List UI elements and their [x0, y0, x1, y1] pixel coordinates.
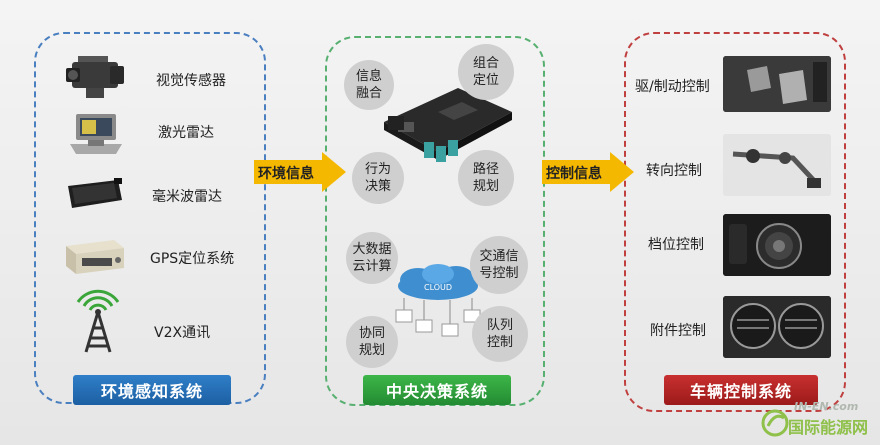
bubble-big-data-cloud: 大数据 云计算 — [346, 232, 398, 284]
bubble-platoon-control: 队列 控制 — [472, 306, 528, 362]
gps-unit-icon — [66, 240, 124, 274]
env-item-label: 视觉传感器 — [156, 73, 226, 89]
pedals-icon — [723, 56, 831, 112]
cloud-label: CLOUD — [424, 283, 452, 292]
vehicle-item-label: 驱/制动控制 — [635, 79, 710, 95]
watermark-top: IN-EN.com — [794, 400, 859, 413]
watermark-logo: IN-EN.com 国际能源网 — [760, 400, 870, 440]
env-item-label: V2X通讯 — [154, 325, 211, 341]
camera-sensor-icon — [66, 56, 124, 98]
env-item-label: 激光雷达 — [158, 125, 214, 141]
bubble-label: 组合 定位 — [472, 56, 499, 88]
bubble-label: 大数据 云计算 — [352, 242, 392, 274]
env-footer-label: 环境感知系统 — [73, 375, 231, 405]
mmwave-radar-icon — [68, 178, 122, 208]
env-info-label: 环境信息 — [258, 166, 314, 182]
cloud-network-icon: CLOUD — [395, 264, 481, 337]
bubble-label: 交通信 号控制 — [479, 249, 519, 281]
env-item-label: GPS定位系统 — [150, 251, 235, 267]
air-vent-icon — [723, 296, 831, 358]
watermark-leaf-icon — [761, 409, 789, 437]
bubble-path-planning: 路径 规划 — [458, 150, 514, 206]
v2x-tower-icon — [76, 289, 120, 353]
vehicle-item-label: 转向控制 — [646, 163, 702, 179]
bubble-combined-positioning: 组合 定位 — [458, 44, 514, 100]
watermark-main: 国际能源网 — [788, 418, 869, 437]
vehicle-footer-label: 车辆控制系统 — [664, 375, 818, 405]
bubble-coop-planning: 协同 规划 — [346, 316, 398, 368]
env-item-label: 毫米波雷达 — [152, 189, 222, 205]
central-decision-panel — [325, 36, 545, 406]
bubble-behavior-decision: 行为 决策 — [352, 152, 404, 204]
env-info-arrow: 环境信息 — [254, 152, 346, 192]
control-info-label: 控制信息 — [546, 166, 602, 182]
bubble-label: 信息 融合 — [355, 69, 382, 101]
decision-board-icon — [384, 88, 512, 162]
control-info-arrow: 控制信息 — [542, 152, 634, 192]
bubble-traffic-signal: 交通信 号控制 — [470, 236, 528, 294]
steering-rack-icon — [723, 134, 831, 196]
vehicle-item-label: 档位控制 — [648, 237, 704, 253]
bubble-info-fusion: 信息 融合 — [344, 60, 394, 110]
vehicle-control-panel — [624, 32, 846, 412]
bubble-label: 队列 控制 — [486, 318, 513, 350]
vehicle-item-label: 附件控制 — [650, 323, 706, 339]
central-footer-label: 中央决策系统 — [363, 375, 511, 405]
bubble-label: 行为 决策 — [364, 162, 391, 194]
gear-knob-icon — [723, 214, 831, 276]
bubble-label: 路径 规划 — [472, 162, 499, 194]
bubble-label: 协同 规划 — [358, 326, 385, 358]
lidar-icon — [70, 114, 122, 154]
